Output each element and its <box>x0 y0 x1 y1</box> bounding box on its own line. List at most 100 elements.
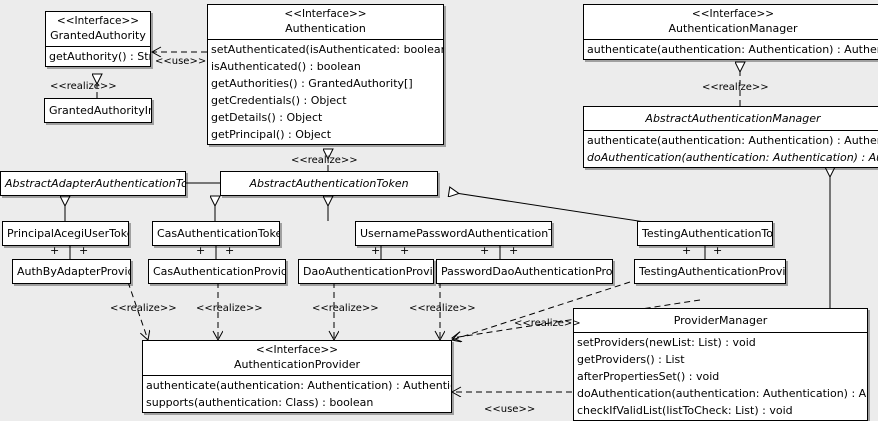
association-marker-plus: + <box>400 244 410 257</box>
class-header: DaoAuthenticationProvider <box>299 260 433 283</box>
class-name: AuthenticationManager <box>668 22 798 35</box>
class-abstract-adapter-authentication-token[interactable]: AbstractAdapterAuthenticationToken <box>0 171 186 196</box>
class-principal-acegi-user-token[interactable]: PrincipalAcegiUserToken <box>2 221 129 246</box>
edge-label-realize-cas: <<realize>> <box>196 303 263 314</box>
operation-item: authenticate(authentication: Authenticat… <box>587 134 878 147</box>
class-name: CasAuthenticationToken <box>157 227 280 240</box>
class-name: AuthenticationProvider <box>233 358 361 371</box>
association-marker-plus: + <box>509 244 519 257</box>
class-authentication-manager[interactable]: <<Interface>> AuthenticationManager auth… <box>583 4 878 60</box>
edge-label-realize-providermanager: <<realize>> <box>514 318 581 329</box>
edge-label-realize-grantedauthorityimpl: <<realize>> <box>50 81 117 92</box>
edge-label-realize-dao: <<realize>> <box>312 303 379 314</box>
class-name: UsernamePasswordAuthenticationToken <box>360 227 551 240</box>
stereotype-label: <<Interface>> <box>56 15 140 27</box>
class-auth-by-adapter-provider[interactable]: AuthByAdapterProvider <box>12 259 131 284</box>
class-header: PrincipalAcegiUserToken <box>3 222 128 245</box>
class-name: GrantedAuthorityImpl <box>49 104 151 117</box>
class-authentication[interactable]: <<Interface>> Authentication setAuthenti… <box>207 4 444 145</box>
edge-label-realize-abstractmanager: <<realize>> <box>702 82 769 93</box>
association-marker-plus: + <box>196 244 206 257</box>
class-name: Authentication <box>285 22 366 35</box>
class-header: PasswordDaoAuthenticationProvider <box>437 260 612 283</box>
class-name: PasswordDaoAuthenticationProvider <box>441 265 613 278</box>
association-marker-plus: + <box>225 244 235 257</box>
class-header: AbstractAuthenticationToken <box>221 172 437 195</box>
association-marker-plus: + <box>682 244 692 257</box>
class-name: PrincipalAcegiUserToken <box>7 227 129 240</box>
edge-generalize-testingauthenticationtoken <box>449 192 646 223</box>
operations-compartment: authenticate(authentication: Authenticat… <box>584 39 878 59</box>
operation-item: doAuthentication(authentication: Authent… <box>577 387 867 400</box>
operations-compartment: authenticate(authentication: Authenticat… <box>143 375 451 412</box>
class-header: AbstractAuthenticationManager <box>584 107 878 130</box>
class-name: AbstractAuthenticationToken <box>249 177 409 190</box>
class-header: <<Interface>> Authentication <box>208 5 443 39</box>
association-marker-plus: + <box>371 244 381 257</box>
class-header: AbstractAdapterAuthenticationToken <box>1 172 185 195</box>
operations-compartment: authenticate(authentication: Authenticat… <box>584 130 878 167</box>
operation-item: getAuthority() : String <box>49 50 150 63</box>
class-testing-authentication-token[interactable]: TestingAuthenticationToken <box>637 221 773 246</box>
class-abstract-authentication-token[interactable]: AbstractAuthenticationToken <box>220 171 438 196</box>
association-marker-plus: + <box>50 244 60 257</box>
operation-item: isAuthenticated() : boolean <box>211 60 361 73</box>
operation-item: authenticate(authentication: Authenticat… <box>587 43 878 56</box>
stereotype-label: <<Interface>> <box>691 8 775 20</box>
class-name: TestingAuthenticationProvider <box>639 265 786 278</box>
edge-label-use-providermanager: <<use>> <box>484 404 536 415</box>
class-username-password-authentication-token[interactable]: UsernamePasswordAuthenticationToken <box>355 221 552 246</box>
operation-item: supports(authentication: Class) : boolea… <box>146 396 374 409</box>
operation-item: getAuthorities() : GrantedAuthority[] <box>211 77 413 90</box>
operation-item: authenticate(authentication: Authenticat… <box>146 379 452 392</box>
class-password-dao-authentication-provider[interactable]: PasswordDaoAuthenticationProvider <box>436 259 613 284</box>
class-dao-authentication-provider[interactable]: DaoAuthenticationProvider <box>298 259 434 284</box>
class-name: AbstractAuthenticationManager <box>645 112 821 125</box>
edge-label-realize-authbyadapter: <<realize>> <box>110 303 177 314</box>
association-marker-plus: + <box>480 244 490 257</box>
operations-compartment: setProviders(newList: List) : void getPr… <box>574 332 867 420</box>
operation-item: getPrincipal() : Object <box>211 128 332 141</box>
operation-item: doAuthentication(authentication: Authent… <box>587 151 878 164</box>
class-name: AuthByAdapterProvider <box>17 265 130 278</box>
stereotype-label: <<Interface>> <box>284 8 367 20</box>
operation-item: afterPropertiesSet() : void <box>577 370 720 383</box>
class-name: GrantedAuthority <box>50 29 146 42</box>
class-name: AbstractAdapterAuthenticationToken <box>5 177 185 190</box>
operation-item: setAuthenticated(isAuthenticated: boolea… <box>211 43 443 56</box>
operation-item: getCredentials() : Object <box>211 94 347 107</box>
edge-label-realize-passworddao: <<realize>> <box>409 303 476 314</box>
class-header: ProviderManager <box>574 309 867 332</box>
class-granted-authority[interactable]: <<Interface>> GrantedAuthority getAuthor… <box>45 11 151 67</box>
class-name: TestingAuthenticationToken <box>642 227 773 240</box>
association-marker-plus: + <box>713 244 723 257</box>
operation-item: checkIfValidList(listToCheck: List) : vo… <box>577 404 793 417</box>
stereotype-label: <<Interface>> <box>255 344 339 356</box>
edge-label-use-authentication-grantedauthority: <<use>> <box>155 56 207 67</box>
class-name: ProviderManager <box>673 314 768 327</box>
class-cas-authentication-provider[interactable]: CasAuthenticationProvider <box>148 259 286 284</box>
operation-item: setProviders(newList: List) : void <box>577 336 756 349</box>
class-header: AuthByAdapterProvider <box>13 260 130 283</box>
class-header: <<Interface>> GrantedAuthority <box>46 12 150 46</box>
class-testing-authentication-provider[interactable]: TestingAuthenticationProvider <box>634 259 786 284</box>
operations-compartment: getAuthority() : String <box>46 46 150 66</box>
class-header: <<Interface>> AuthenticationManager <box>584 5 878 39</box>
association-marker-plus: + <box>79 244 89 257</box>
class-provider-manager[interactable]: ProviderManager setProviders(newList: Li… <box>573 308 868 421</box>
class-header: CasAuthenticationToken <box>153 222 279 245</box>
class-authentication-provider[interactable]: <<Interface>> AuthenticationProvider aut… <box>142 340 452 413</box>
class-cas-authentication-token[interactable]: CasAuthenticationToken <box>152 221 280 246</box>
class-name: DaoAuthenticationProvider <box>303 265 433 278</box>
class-header: TestingAuthenticationToken <box>638 222 772 245</box>
class-granted-authority-impl[interactable]: GrantedAuthorityImpl <box>44 98 152 123</box>
edge-label-realize-abstracttoken-authentication: <<realize>> <box>291 155 358 166</box>
operation-item: getProviders() : List <box>577 353 685 366</box>
class-header: GrantedAuthorityImpl <box>45 99 151 122</box>
class-abstract-authentication-manager[interactable]: AbstractAuthenticationManager authentica… <box>583 106 878 168</box>
class-header: UsernamePasswordAuthenticationToken <box>356 222 551 245</box>
class-header: TestingAuthenticationProvider <box>635 260 785 283</box>
class-header: <<Interface>> AuthenticationProvider <box>143 341 451 375</box>
operations-compartment: setAuthenticated(isAuthenticated: boolea… <box>208 39 443 144</box>
